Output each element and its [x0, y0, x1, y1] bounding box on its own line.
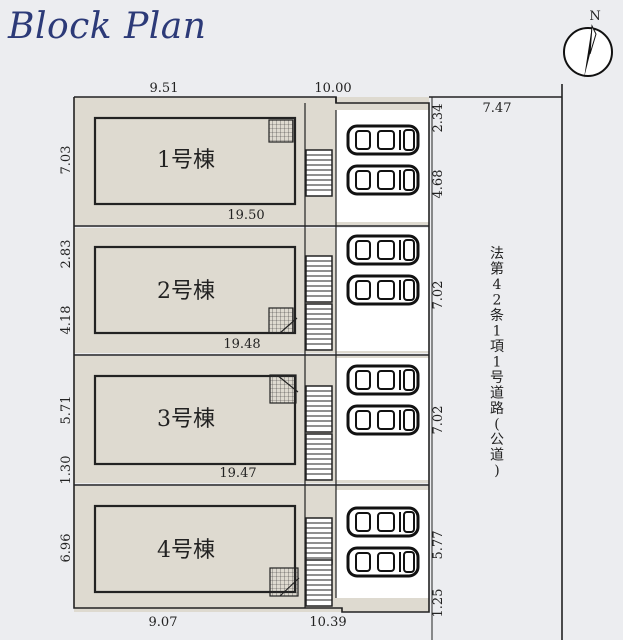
road-label-char: 公 — [490, 432, 504, 448]
dimension-label: 7.03 — [59, 146, 74, 175]
stairs-3 — [305, 385, 333, 433]
road-label-char: 路 — [490, 401, 504, 417]
dimension-label: 10.39 — [309, 615, 346, 630]
road-label-char: 条 — [490, 307, 504, 324]
building-label: 3号棟 — [157, 407, 215, 432]
stairs-1 — [305, 149, 333, 197]
road-label-char: 道 — [490, 448, 504, 464]
road-label-char: 4 — [493, 277, 502, 293]
dimension-label: 2.34 — [431, 104, 446, 133]
road-label-char: 道 — [490, 386, 504, 402]
building-2 — [93, 245, 297, 335]
balcony-grid-4 — [269, 567, 299, 597]
stairs-4 — [305, 517, 333, 565]
dimension-label: 5.71 — [59, 396, 74, 425]
dimension-label: 7.02 — [431, 406, 446, 435]
stairs-4b — [305, 559, 333, 607]
dimension-label: 19.48 — [223, 337, 260, 352]
compass-north-label: N — [589, 9, 600, 24]
dimension-label: 19.47 — [219, 466, 256, 481]
car-icon — [346, 274, 420, 306]
car-icon — [346, 164, 420, 196]
stairs-2 — [305, 255, 333, 303]
dimension-label: 1.30 — [59, 456, 74, 485]
road-label-char: 2 — [493, 293, 502, 309]
compass-icon: N — [563, 9, 613, 78]
road-label-char: ) — [494, 463, 499, 479]
car-icon — [346, 506, 420, 538]
building-label: 1号棟 — [157, 148, 215, 173]
building-label: 4号棟 — [157, 538, 215, 563]
dimension-label: 19.50 — [227, 208, 264, 223]
stairs-3b — [305, 433, 333, 481]
car-icon — [346, 124, 420, 156]
balcony-grid-2 — [268, 307, 294, 334]
road-label-char: 1 — [493, 355, 502, 371]
stairs-2b — [305, 303, 333, 351]
road-label-char: 第 — [490, 261, 504, 278]
dimension-label: 9.07 — [149, 615, 178, 630]
page-title: Block Plan — [8, 6, 207, 47]
dimension-label: 1.25 — [431, 589, 446, 618]
dimension-label: 5.77 — [431, 531, 446, 560]
dimension-label: 4.18 — [59, 306, 74, 335]
building-label: 2号棟 — [157, 279, 215, 304]
building-4 — [93, 504, 297, 594]
balcony-grid-1 — [268, 119, 294, 143]
road-label-char: 項 — [490, 339, 504, 355]
car-icon — [346, 234, 420, 266]
building-1 — [93, 116, 297, 206]
car-icon — [346, 404, 420, 436]
building-3 — [93, 374, 297, 466]
road-label-char: 法 — [490, 246, 504, 262]
dimension-label: 6.96 — [59, 534, 74, 563]
dimension-label: 7.02 — [431, 281, 446, 310]
dimension-label: 7.47 — [483, 101, 512, 116]
road-label-char: 号 — [490, 370, 504, 386]
dimension-label: 2.83 — [59, 240, 74, 269]
car-icon — [346, 546, 420, 578]
dimension-label: 9.51 — [150, 81, 179, 96]
road-label-char: ( — [494, 417, 499, 433]
road-label-char: 1 — [493, 324, 502, 340]
dimension-label: 4.68 — [431, 170, 446, 199]
car-icon — [346, 364, 420, 396]
dimension-label: 10.00 — [314, 81, 351, 96]
parking-4 — [336, 490, 429, 598]
